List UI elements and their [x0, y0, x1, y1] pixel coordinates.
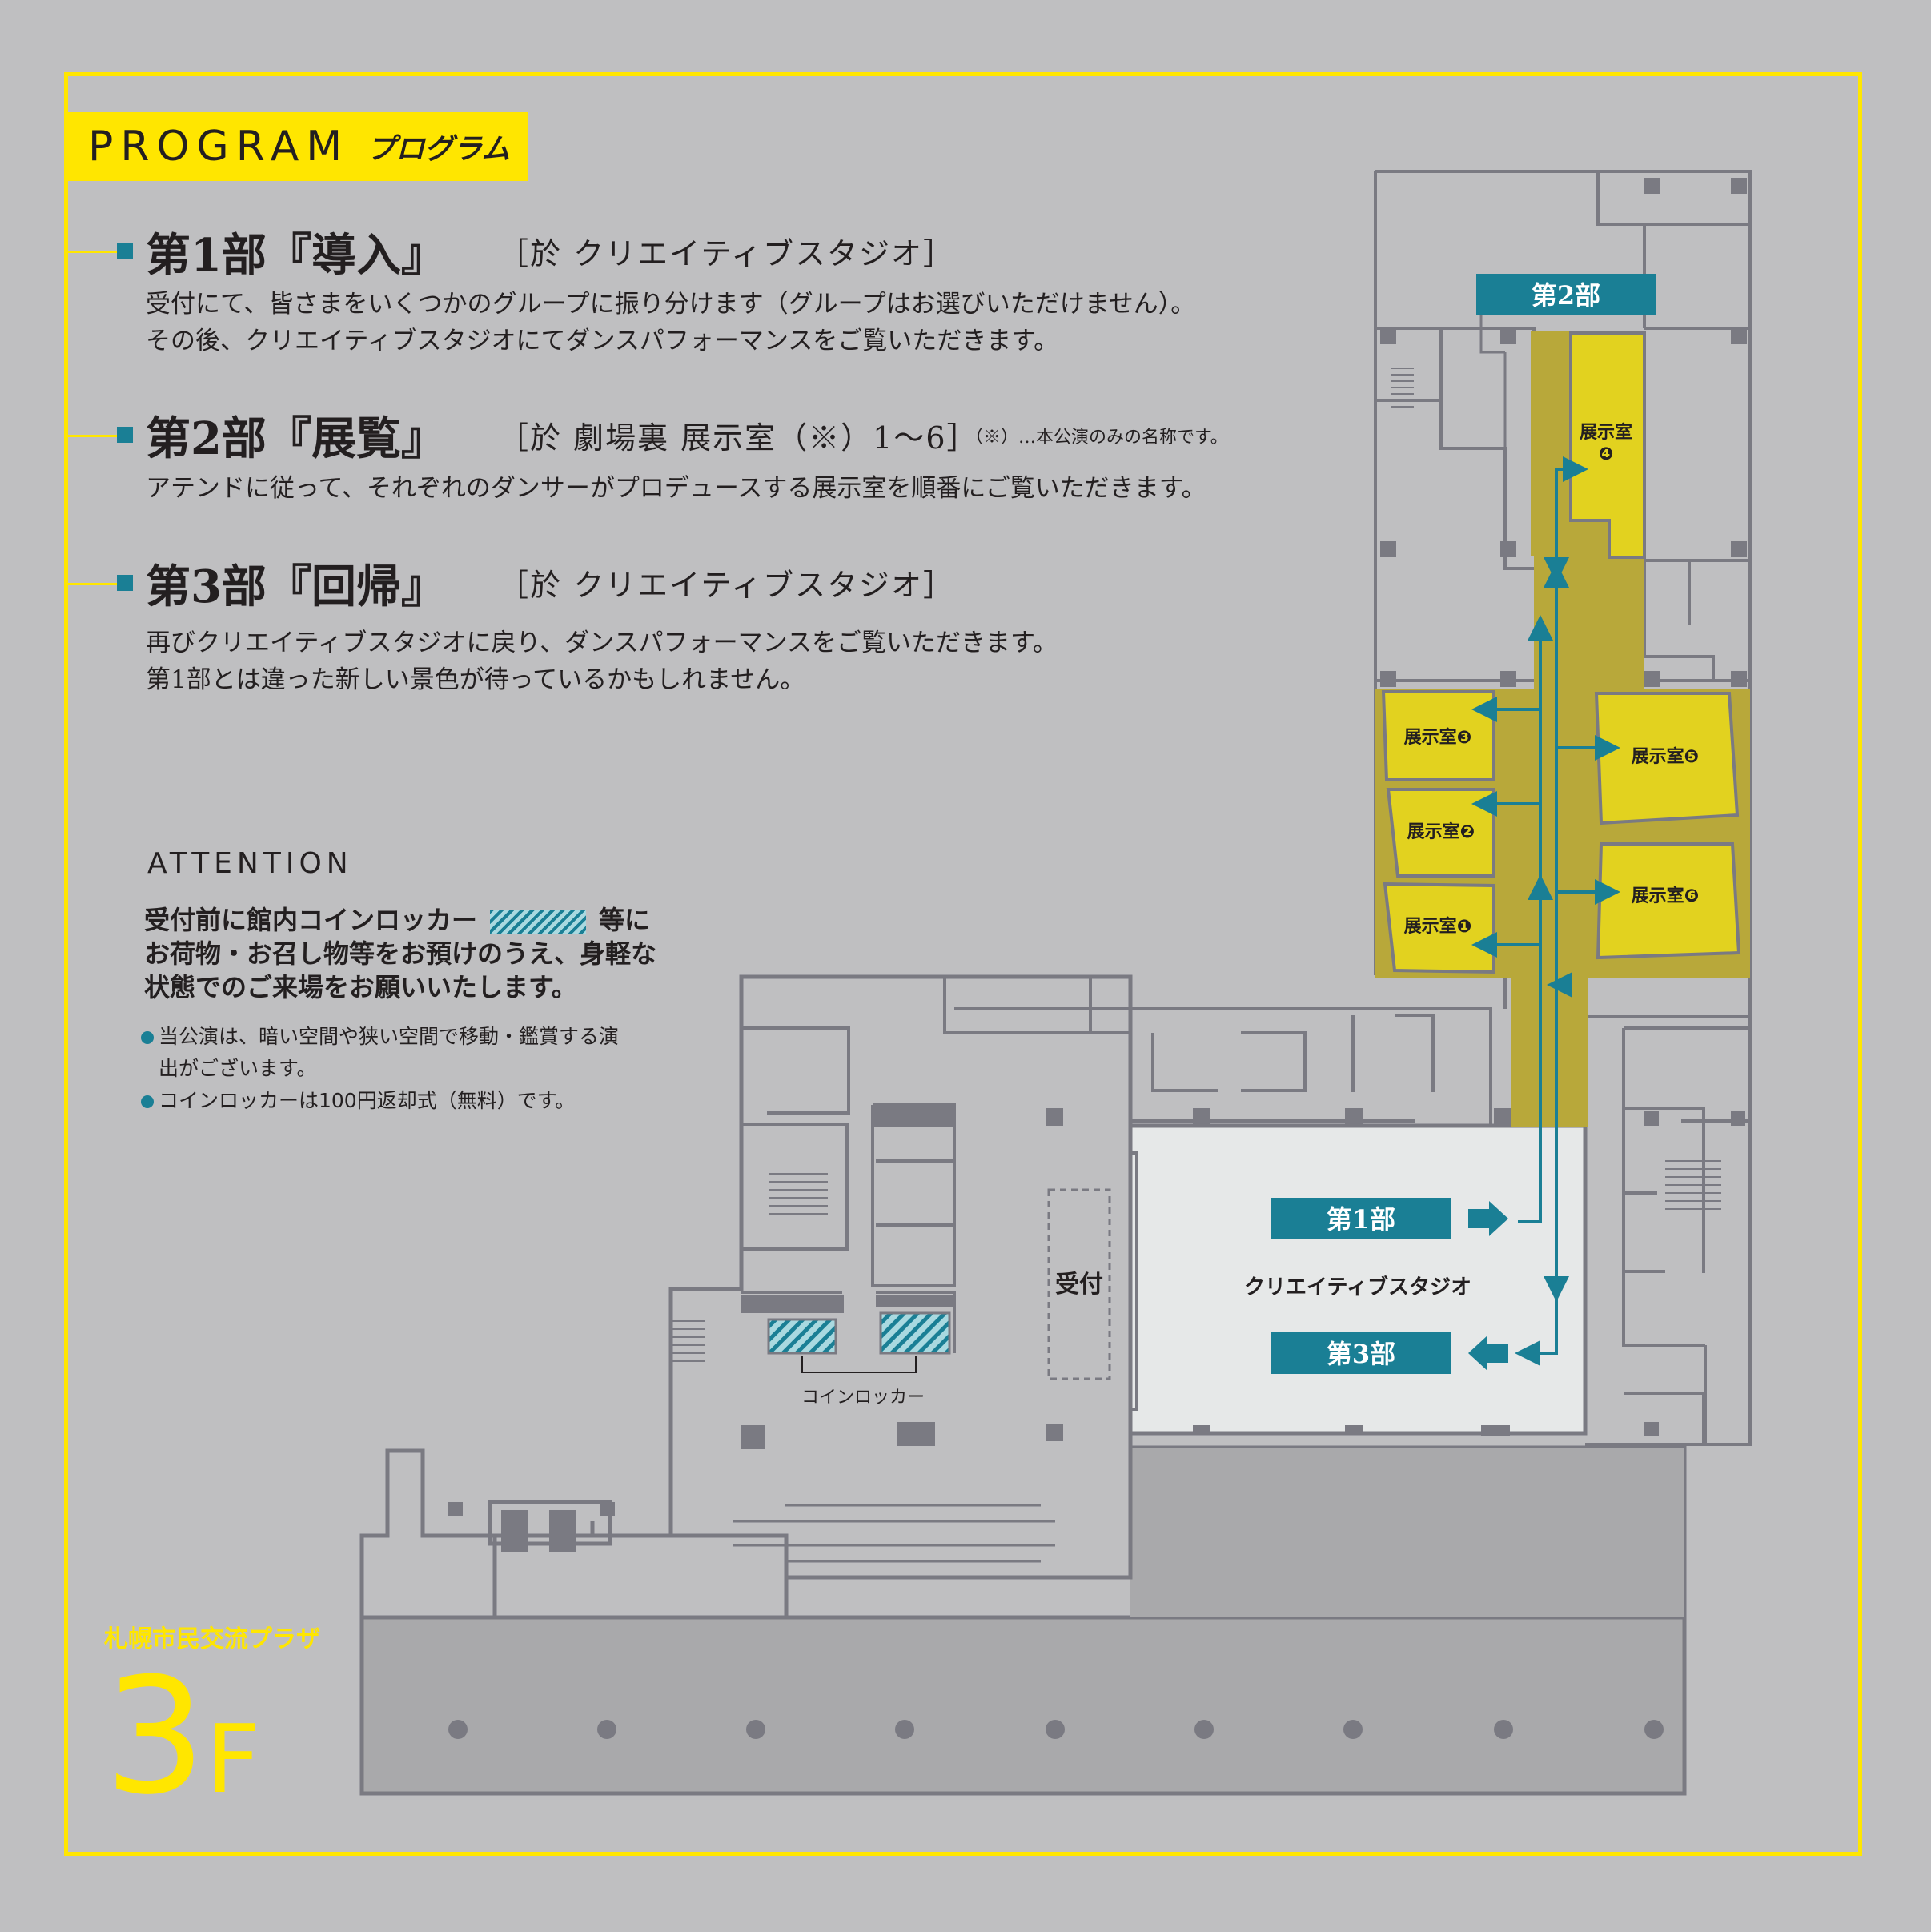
- floor-name: 札幌市民交流プラザ: [104, 1625, 320, 1653]
- central-wall: [954, 977, 1132, 1010]
- lower-left-rooms: [492, 1521, 789, 1617]
- part-2-label: 第2部: [1532, 280, 1600, 311]
- exhibition-room-3: [1381, 690, 1495, 781]
- section-1-line-2: その後、クリエイティブスタジオにてダンスパフォーマンスをご覧いただきます。: [146, 327, 1059, 355]
- attention-bullet-1-cont: 出がございます。: [159, 1057, 317, 1080]
- room-4-number: ❹: [1599, 444, 1614, 464]
- exhibition-room-5: [1594, 692, 1740, 825]
- plaza-area: [359, 1615, 1687, 1796]
- plaza-area-upper: [1130, 1448, 1684, 1617]
- attention-line-1: 受付前に館内コインロッカー 等に: [144, 900, 650, 937]
- bullet-dot: [141, 1031, 154, 1044]
- attention-bullet-1: 当公演は、暗い空間や狭い空間で移動・鑑賞する演: [141, 1022, 619, 1052]
- section-3-marker: [117, 575, 133, 591]
- exhibition-room-6: [1596, 842, 1741, 960]
- section-3-line: [67, 583, 117, 585]
- section-3-place: ［於 クリエイティブスタジオ］: [498, 568, 956, 603]
- section-2-line-1: アテンドに従って、それぞれのダンサーがプロデュースする展示室を順番にご覧いただき…: [146, 474, 1206, 503]
- section-1-title: 第1部『導入』: [146, 229, 446, 282]
- attention-bullet-1a: 当公演は、暗い空間や狭い空間で移動・鑑賞する演: [159, 1025, 620, 1048]
- section-3-title: 第3部『回帰』: [146, 560, 446, 613]
- locker-callout: [801, 1356, 917, 1373]
- route-band-lower: [1511, 975, 1588, 1127]
- attention-bullet-2: コインロッカーは100円返却式（無料）です。: [141, 1086, 575, 1116]
- section-2-note: （※）…本公演のみの名称です。: [966, 428, 1228, 448]
- pillars: [448, 178, 1747, 1739]
- section-3-line-2: 第1部とは違った新しい景色が待っているかもしれません。: [146, 665, 805, 694]
- section-2-place: ［於 劇場裏 展示室（※）1〜6］: [498, 420, 979, 456]
- room-4-label: 展示室: [1580, 422, 1632, 443]
- floor-number-digit: 3: [104, 1644, 207, 1830]
- section-2-marker: [117, 427, 133, 443]
- part-3-label: 第3部: [1327, 1339, 1395, 1369]
- lower-left-wing: [359, 974, 1133, 1617]
- room-6-label: 展示室❻: [1632, 886, 1700, 906]
- creative-studio-room: [1128, 1123, 1588, 1436]
- room-3-label: 展示室❸: [1404, 727, 1472, 748]
- attention-line-1b: 等に: [599, 905, 651, 935]
- studio-label: クリエイティブスタジオ: [1244, 1275, 1471, 1299]
- section-2-line: [67, 435, 117, 437]
- floor-number-suffix: F: [206, 1704, 261, 1814]
- reception-area: [1047, 1188, 1111, 1380]
- room-2-label: 展示室❷: [1407, 821, 1475, 842]
- bullet-dot: [141, 1095, 154, 1108]
- coin-locker-2: [879, 1311, 951, 1355]
- exhibition-room-1: [1383, 882, 1495, 974]
- right-lower-tower: [1585, 1015, 1752, 1446]
- part-3-arrow: [1468, 1336, 1508, 1371]
- room-1-label: 展示室❶: [1404, 916, 1472, 937]
- locker-label: コインロッカー: [801, 1388, 925, 1408]
- exhibition-room-4: [1569, 331, 1646, 559]
- exhibition-room-2: [1386, 788, 1495, 878]
- section-1-line: [67, 251, 117, 253]
- section-2-title: 第2部『展覧』: [146, 412, 446, 465]
- section-1-place: ［於 クリエイティブスタジオ］: [498, 236, 956, 271]
- stairs: [672, 368, 1721, 1362]
- part-1-badge: [1271, 1198, 1451, 1239]
- program-title-jp: プログラム: [367, 133, 511, 166]
- program-header: PROGRAM プログラム: [66, 112, 528, 181]
- studio-inner-wall: [1130, 1151, 1138, 1411]
- reception-label: 受付: [1055, 1271, 1103, 1299]
- central-rooms: [741, 1103, 956, 1353]
- restroom-walls: [741, 977, 1092, 1115]
- room-5-label: 展示室❺: [1632, 746, 1700, 767]
- attention-line-3: 状態でのご来場をお願いいたします。: [144, 972, 577, 1002]
- route-arrows: [1471, 456, 1620, 1366]
- section-1-marker: [117, 243, 133, 259]
- section-1-line-1: 受付にて、皆さまをいくつかのグループに振り分けます（グループはお選びいただけませ…: [146, 290, 1196, 319]
- section-3-line-1: 再びクリエイティブスタジオに戻り、ダンスパフォーマンスをご覧いただきます。: [146, 629, 1058, 657]
- attention-bullet-2-text: コインロッカーは100円返却式（無料）です。: [159, 1089, 576, 1112]
- part-1-label: 第1部: [1327, 1204, 1395, 1235]
- office-partition: [1089, 977, 1130, 1034]
- floor-number: 3F: [104, 1657, 260, 1839]
- coin-locker-1: [767, 1318, 837, 1355]
- attention-line-1a: 受付前に館内コインロッカー: [144, 905, 478, 935]
- attention-heading: ATTENTION: [147, 847, 353, 880]
- gallery-bottom-wall: [1375, 974, 1507, 1009]
- locker-legend-swatch: [490, 910, 587, 934]
- program-title-en: PROGRAM: [88, 123, 350, 171]
- corridor-lines: [733, 1504, 1055, 1563]
- part-1-arrow: [1468, 1201, 1508, 1236]
- outer-frame: [64, 72, 1862, 1856]
- attention-line-2: お荷物・お召し物等をお預けのうえ、身軽な: [144, 938, 657, 969]
- office-rooms: [1089, 977, 1492, 1127]
- part-3-badge: [1271, 1332, 1451, 1374]
- part-2-badge: [1476, 274, 1656, 315]
- route-band-mid: [1534, 556, 1644, 689]
